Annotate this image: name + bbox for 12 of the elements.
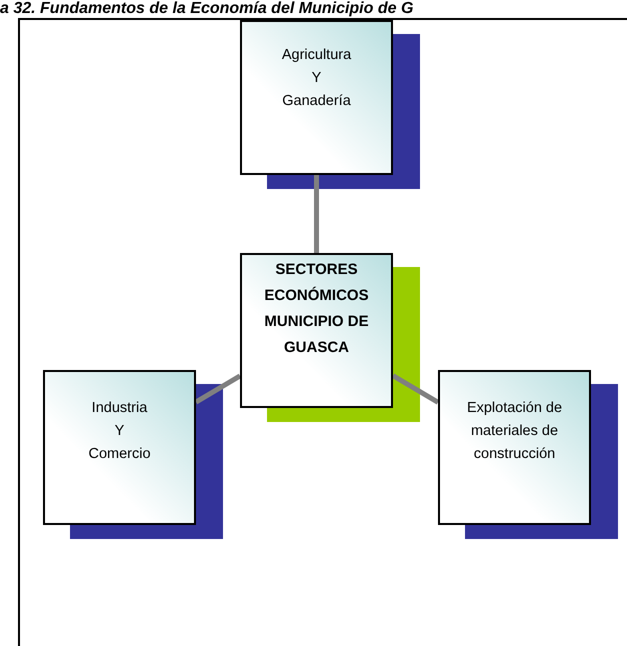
sector-label: Explotación de materiales de construcción: [466, 399, 564, 464]
sector-box: [240, 20, 393, 175]
connector-line: [194, 374, 242, 404]
connector-line: [392, 374, 440, 404]
sector-box: [438, 370, 591, 525]
sector-label: Agricultura Y Ganadería: [282, 46, 352, 111]
sector-label: Industria Y Comercio: [88, 399, 151, 464]
center-heading: SECTORES ECONÓMICOS MUNICIPIO DE GUASCA: [264, 260, 369, 358]
connector-line: [314, 175, 319, 253]
figure-title: a 32. Fundamentos de la Economía del Municipio de G: [0, 0, 414, 18]
sector-box: [240, 253, 393, 408]
sector-box: [43, 370, 196, 525]
